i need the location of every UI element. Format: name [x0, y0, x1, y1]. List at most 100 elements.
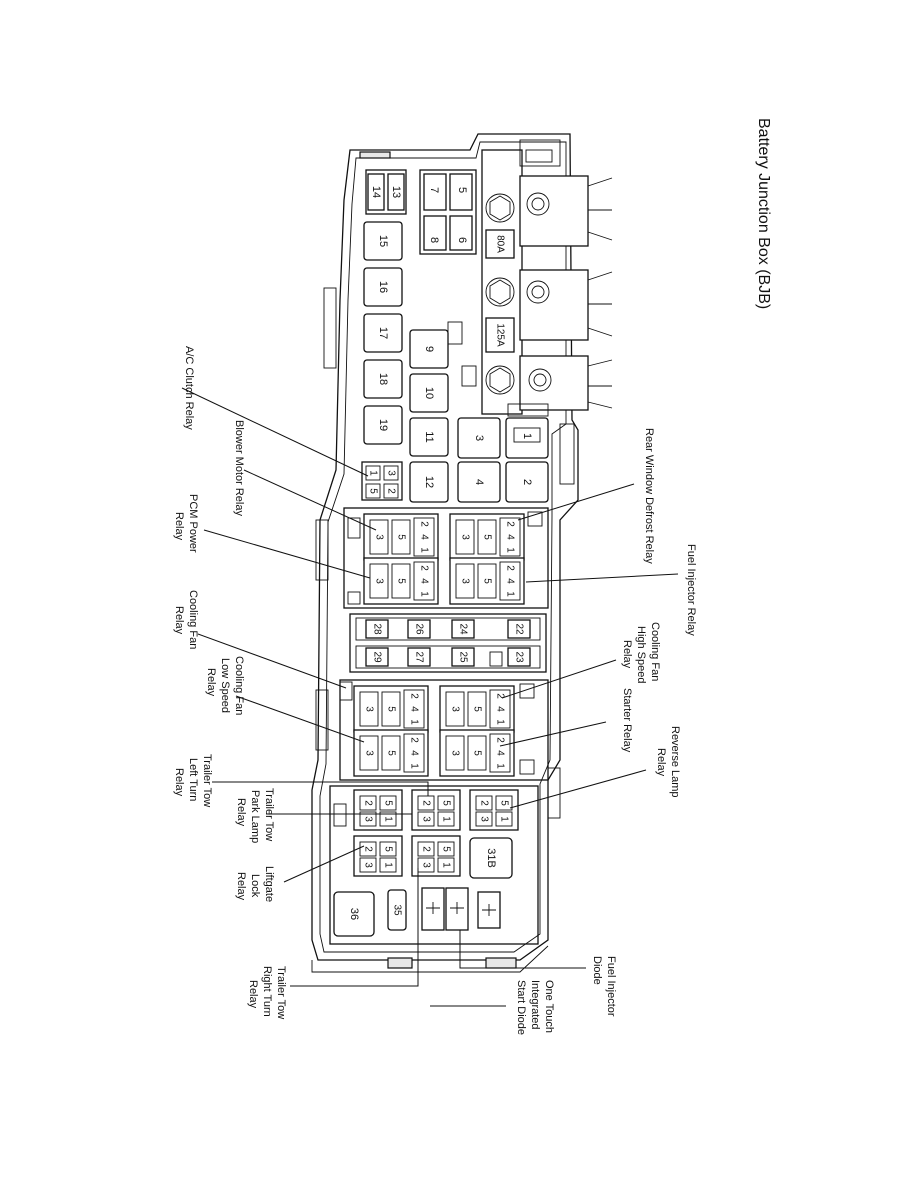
pin-2: 2	[418, 565, 429, 571]
pin-3: 3	[449, 750, 460, 756]
pin-1: 1	[382, 862, 393, 868]
label-cooling-fan-1: Cooling Fan	[187, 590, 199, 649]
pin-1: 1	[498, 816, 509, 822]
label-tt-park-3: Relay	[235, 798, 247, 827]
pin-2: 2	[478, 800, 489, 806]
fuse-26: 26	[413, 623, 424, 635]
label-one-touch-3: Start Diode	[515, 980, 527, 1035]
pin-3: 3	[420, 862, 431, 868]
pin-3: 3	[449, 706, 460, 712]
pin-3: 3	[373, 534, 384, 540]
pin-2: 2	[408, 693, 419, 699]
pin-5: 5	[481, 578, 492, 584]
starter-relay: 3 5 2 4 1	[439, 729, 515, 777]
rear-window-defrost-relay: 3 5 2 4 1	[449, 513, 525, 561]
fuse-12: 12	[423, 476, 435, 488]
pin-5: 5	[471, 706, 482, 712]
fuse-23: 23	[513, 651, 524, 663]
pin-1: 1	[504, 547, 515, 553]
fuse-36: 36	[348, 908, 360, 920]
label-starter-relay: Starter Relay	[621, 688, 633, 753]
pin-5: 5	[498, 800, 509, 806]
pin-1: 1	[408, 719, 419, 725]
fuse-15: 15	[377, 235, 389, 247]
trailer-tow-park-lamp-relay: 2 5 3 1	[411, 789, 461, 831]
mini-fuse-block-13-14: 14 13	[365, 169, 407, 215]
pin-5: 5	[440, 846, 451, 852]
label-ac-clutch-relay: A/C Clutch Relay	[183, 346, 195, 430]
label-liftgate-2: Lock	[249, 874, 261, 898]
pin-1: 1	[418, 591, 429, 597]
relay-bank-upper: 3 5 2 4 1 3 5 2 4 1 3 5 2 4 1	[343, 507, 549, 609]
fuse-17: 17	[377, 327, 389, 339]
fuse-31b: 31B	[485, 848, 497, 868]
pin-1: 1	[440, 816, 451, 822]
pin-1: 1	[504, 591, 515, 597]
label-reverse-lamp-2: Relay	[655, 748, 667, 777]
fuse-25: 25	[457, 651, 468, 663]
pin-3: 3	[363, 706, 374, 712]
label-cooling-fan-low-1: Cooling Fan	[233, 656, 245, 715]
label-tt-left-3: Relay	[173, 768, 185, 797]
fuse-8: 8	[428, 237, 440, 243]
pin-3: 3	[373, 578, 384, 584]
pin-4: 4	[408, 706, 419, 712]
pin-1: 1	[367, 470, 378, 476]
fuse-29: 29	[371, 651, 382, 663]
label-cooling-fan-high-3: Relay	[621, 640, 633, 669]
label-rear-window-defrost: Rear Window Defrost Relay	[643, 428, 655, 564]
pin-1: 1	[494, 763, 505, 769]
callout-labels: A/C Clutch Relay Blower Motor Relay PCM …	[173, 346, 697, 1035]
fuse-11: 11	[423, 431, 435, 442]
pin-5: 5	[385, 706, 396, 712]
fuse-2: 2	[521, 479, 533, 485]
pin-2: 2	[418, 521, 429, 527]
pin-1: 1	[382, 816, 393, 822]
label-reverse-lamp-1: Reverse Lamp	[669, 726, 681, 798]
pin-3: 3	[363, 750, 374, 756]
pin-5: 5	[382, 846, 393, 852]
label-cooling-fan-high-1: Cooling Fan	[649, 622, 661, 681]
fuse-block-1-4: 3 4 1 2	[457, 417, 549, 503]
pin-5: 5	[440, 800, 451, 806]
pin-5: 5	[367, 488, 378, 494]
pin-2: 2	[385, 488, 396, 494]
label-cooling-fan-2: Relay	[173, 606, 185, 635]
fuel-injector-relay: 3 5 2 4 1	[449, 557, 525, 605]
pin-2: 2	[504, 565, 515, 571]
leader-lines	[181, 387, 679, 1007]
mega-fuse-125a: 125A	[494, 323, 505, 347]
label-fuel-injector-diode-2: Diode	[591, 956, 603, 985]
pin-2: 2	[362, 846, 373, 852]
fuse-10: 10	[423, 387, 435, 399]
diode-fuel-injector	[421, 887, 501, 931]
pin-4: 4	[408, 750, 419, 756]
label-liftgate-1: Liftgate	[263, 866, 275, 902]
pin-1: 1	[494, 719, 505, 725]
pin-3: 3	[362, 816, 373, 822]
fuse-27: 27	[413, 651, 424, 663]
label-liftgate-3: Relay	[235, 872, 247, 901]
label-one-touch-1: One Touch	[543, 980, 555, 1033]
label-tt-left-2: Left Turn	[187, 758, 199, 801]
pin-5: 5	[385, 750, 396, 756]
trailer-tow-right-turn-relay: 2 5 3 1	[411, 835, 461, 877]
fuse-1: 1	[521, 433, 533, 439]
relay-bank-lower: 3 5 2 4 1 3 5 2 4 1 3 5 2 4 1	[339, 679, 549, 781]
blower-motor-relay: 3 5 2 4 1	[363, 513, 439, 561]
mini-fuse-block-5-8: 7 5 8 6	[419, 169, 477, 255]
label-cooling-fan-low-3: Relay	[205, 668, 217, 697]
fuse-column-15-19: 15 16 17 18 19	[363, 221, 403, 445]
fuse-13: 13	[390, 186, 402, 198]
reverse-lamp-relay: 2 5 3 1	[469, 789, 519, 831]
pin-3: 3	[420, 816, 431, 822]
fuse-19: 19	[377, 419, 389, 431]
pin-4: 4	[494, 750, 505, 756]
pin-5: 5	[395, 534, 406, 540]
pin-3: 3	[478, 816, 489, 822]
cooling-fan-low-speed-relay: 3 5 2 4 1	[353, 729, 429, 777]
label-tt-park-2: Park Lamp	[249, 790, 261, 843]
pin-2: 2	[504, 521, 515, 527]
cooling-fan-relay: 3 5 2 4 1	[353, 685, 429, 733]
